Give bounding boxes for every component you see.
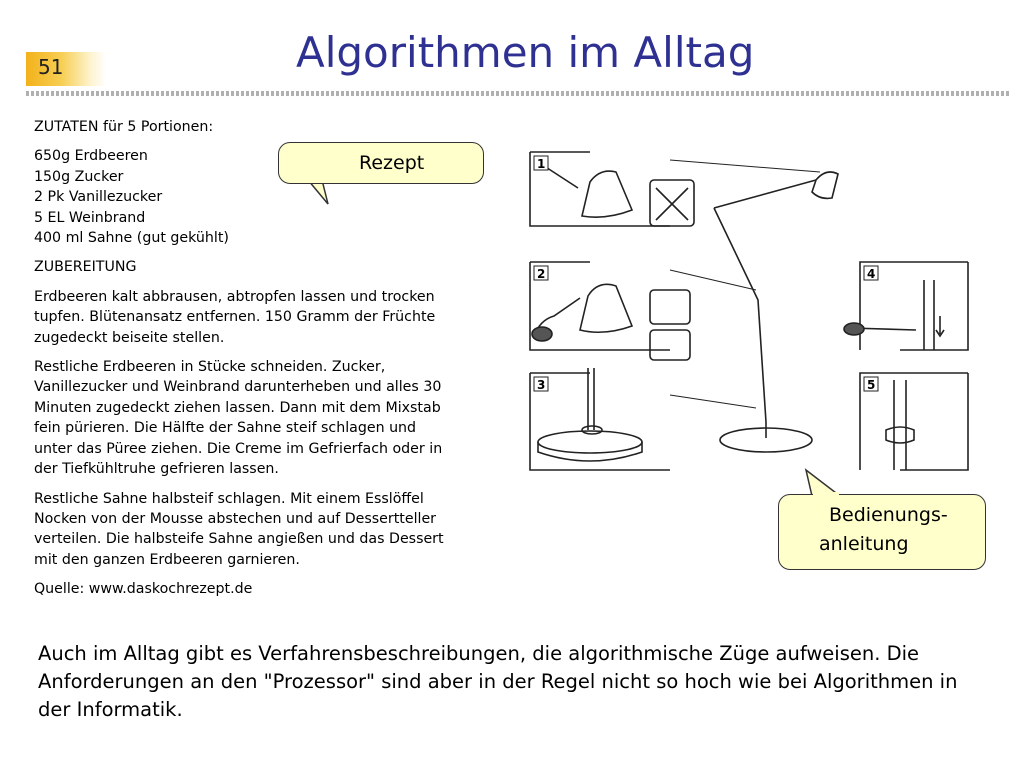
preparation-step-2: Restliche Erdbeeren in Stücke schneiden.… — [34, 357, 486, 479]
preparation-step-1: Erdbeeren kalt abbrausen, abtropfen lass… — [34, 287, 486, 348]
step-line: Vanillezucker und Weinbrand darunterhebe… — [34, 379, 442, 396]
pointer-line-1 — [669, 159, 821, 173]
manual-callout: Bedienungs- anleitung — [778, 494, 986, 570]
manual-step-panel-5 — [859, 372, 969, 471]
preparation-step-3: Restliche Sahne halbsteif schlagen. Mit … — [34, 489, 486, 571]
ingredient-item: 150g Zucker — [34, 168, 124, 185]
footer-line: Anforderungen an den "Prozessor" sind ab… — [38, 670, 958, 693]
recipe-source: Quelle: www.daskochrezept.de — [34, 581, 253, 598]
recipe-callout: Rezept — [278, 142, 484, 184]
ingredient-item: 400 ml Sahne (gut gekühlt) — [34, 230, 229, 247]
lamp-assembly-illustration: 1 2 3 4 5 — [529, 151, 969, 471]
step-line: Erdbeeren kalt abbrausen, abtropfen lass… — [34, 288, 435, 305]
step-line: Minuten zugedeckt ziehen lassen. Dann mi… — [34, 399, 441, 416]
step-line: zugedeckt beiseite stellen. — [34, 329, 225, 346]
title-divider — [26, 91, 1010, 96]
recipe-text: ZUTATEN für 5 Portionen: 650g Erdbeeren … — [34, 117, 486, 609]
footer-line: Auch im Alltag gibt es Verfahrensbeschre… — [38, 642, 920, 665]
ingredient-item: 650g Erdbeeren — [34, 148, 148, 165]
lamp-arm-upper — [713, 179, 817, 209]
slide-number-bar: 51 — [26, 52, 106, 86]
step-line: Restliche Erdbeeren in Stücke schneiden.… — [34, 359, 386, 376]
step-line: Nocken von der Mousse abstechen und auf … — [34, 510, 437, 527]
manual-step-panel-2 — [529, 261, 670, 351]
manual-callout-line2: anleitung — [819, 533, 909, 555]
footer-text: Auch im Alltag gibt es Verfahrensbeschre… — [38, 640, 998, 724]
lamp-shade-1 — [581, 170, 634, 218]
step-line: mit den ganzen Erdbeeren garnieren. — [34, 551, 300, 568]
step-line: der Tiefkühltruhe gefrieren lassen. — [34, 461, 279, 478]
footer-line: der Informatik. — [38, 698, 183, 721]
step-line: verteilen. Die halbsteife Sahne angießen… — [34, 531, 444, 548]
step-line: fein pürieren. Die Hälfte der Sahne stei… — [34, 420, 417, 437]
manual-step-panel-1 — [529, 151, 670, 227]
step-number-3: 3 — [537, 378, 545, 392]
step-line: tupfen. Blütenansatz entfernen. 150 Gram… — [34, 309, 436, 326]
step-number-1: 1 — [537, 157, 545, 171]
crossed-detail — [655, 187, 689, 221]
step-line: unter das Püree ziehen. Die Creme im Gef… — [34, 440, 443, 457]
slide-title: Algorithmen im Alltag — [296, 28, 755, 77]
manual-callout-line1: Bedienungs- — [829, 504, 948, 526]
ingredients-heading: ZUTATEN für 5 Portionen: — [34, 119, 214, 135]
lamp-shade-2 — [579, 283, 634, 334]
recipe-callout-label: Rezept — [359, 152, 425, 174]
ingredient-item: 5 EL Weinbrand — [34, 209, 146, 226]
lamp-arm-lower — [713, 207, 767, 423]
manual-step-panel-3 — [529, 372, 670, 471]
ingredient-item: 2 Pk Vanillezucker — [34, 189, 163, 206]
step-number-2: 2 — [537, 267, 545, 281]
manual-step-panel-4 — [859, 261, 969, 351]
ingredients-list: 650g Erdbeeren 150g Zucker 2 Pk Vanillez… — [34, 146, 486, 248]
lamp-head — [811, 171, 839, 200]
step-number-4: 4 — [867, 267, 875, 281]
slide-number: 51 — [38, 55, 64, 79]
step-number-5: 5 — [867, 378, 875, 392]
preparation-heading: ZUBEREITUNG — [34, 259, 137, 276]
step-line: Restliche Sahne halbsteif schlagen. Mit … — [34, 490, 424, 507]
